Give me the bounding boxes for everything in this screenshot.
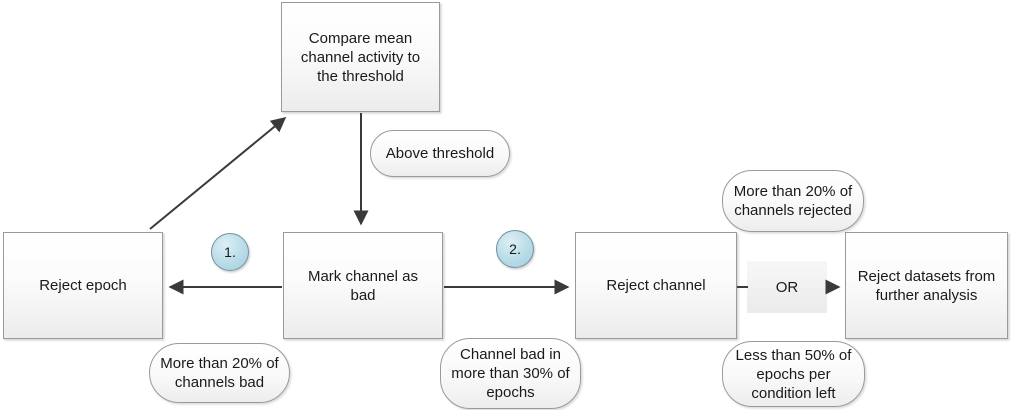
node-reject-channel-label: Reject channel bbox=[606, 277, 706, 294]
node-mark-channel-bad: Mark channel as bad bbox=[283, 232, 443, 339]
callout-epochs-left: Less than 50% of epochs per condition le… bbox=[722, 341, 865, 407]
callout-channel-bad-epochs-label: Channel bad in more than 30% of epochs bbox=[451, 346, 570, 401]
callout-above-threshold: Above threshold bbox=[370, 130, 510, 177]
callout-channels-bad-label: More than 20% of channels bad bbox=[160, 355, 279, 391]
node-reject-datasets-label: Reject datasets from further analysis bbox=[857, 267, 996, 304]
callout-channel-bad-epochs: Channel bad in more than 30% of epochs bbox=[440, 338, 581, 409]
step-marker-2-label: 2. bbox=[509, 241, 521, 257]
node-or-junction: OR bbox=[747, 261, 827, 313]
arrow-epoch-to-compare bbox=[149, 117, 287, 230]
node-reject-datasets: Reject datasets from further analysis bbox=[845, 232, 1008, 339]
step-marker-1: 1. bbox=[211, 233, 249, 271]
callout-channels-rejected: More than 20% of channels rejected bbox=[722, 170, 864, 232]
node-compare-threshold: Compare mean channel activity to the thr… bbox=[281, 2, 440, 112]
node-or-junction-label: OR bbox=[775, 278, 799, 296]
callout-channels-bad: More than 20% of channels bad bbox=[149, 343, 290, 403]
callout-channels-rejected-label: More than 20% of channels rejected bbox=[733, 183, 853, 219]
step-marker-1-label: 1. bbox=[224, 244, 236, 260]
node-reject-channel: Reject channel bbox=[575, 232, 737, 339]
node-reject-epoch-label: Reject epoch bbox=[39, 277, 127, 294]
callout-above-threshold-label: Above threshold bbox=[385, 145, 495, 162]
node-reject-epoch: Reject epoch bbox=[3, 232, 163, 339]
callout-epochs-left-label: Less than 50% of epochs per condition le… bbox=[735, 346, 852, 402]
node-mark-channel-bad-label: Mark channel as bad bbox=[307, 267, 419, 304]
node-compare-threshold-label: Compare mean channel activity to the thr… bbox=[300, 29, 421, 85]
step-marker-2: 2. bbox=[496, 230, 534, 268]
